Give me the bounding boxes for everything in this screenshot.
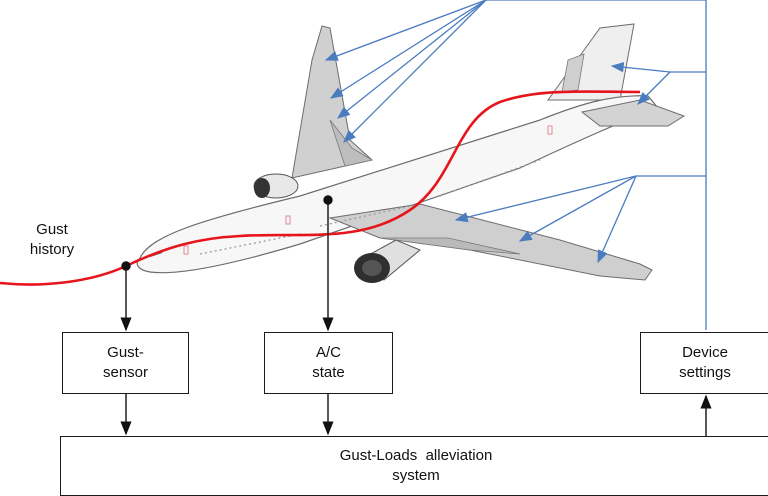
device-settings-line1: Device <box>682 344 728 361</box>
engine-lower <box>354 239 421 283</box>
gust-sensor-line2: sensor <box>102 364 149 381</box>
horizontal-stabilizer <box>580 99 686 127</box>
door-marks <box>183 125 553 255</box>
gust-history-line2: history <box>29 241 75 258</box>
gust-history-label: Gust history <box>22 220 82 260</box>
glas-line1: Gust-Loads alleviation <box>339 447 493 464</box>
lower-wing-flap <box>379 237 521 255</box>
arrow-upper-wing-4 <box>343 0 487 143</box>
device-settings-line2: settings <box>679 364 731 381</box>
aircraft-illustration <box>136 23 686 283</box>
arrow-upper-wing-1 <box>324 0 487 61</box>
control-bus <box>486 0 707 330</box>
ac-state-line2: state <box>312 364 345 381</box>
signal-arrows <box>120 195 712 436</box>
engine-upper <box>253 173 299 199</box>
cabin-windows <box>199 159 541 255</box>
ac-state-box: A/C state <box>264 332 393 394</box>
gust-sensor-line1: Gust- <box>107 344 144 361</box>
arrow-upper-wing-2 <box>329 0 487 99</box>
arrow-upper-wing-3 <box>336 0 487 119</box>
arrow-lower-wing-1 <box>454 175 637 223</box>
gust-history-curve <box>0 90 641 286</box>
device-settings-box: Device settings <box>640 332 768 394</box>
ac-state-line1: A/C <box>315 344 341 361</box>
arrow-tail-1 <box>610 62 671 73</box>
glas-box: Gust-Loads alleviation system <box>60 436 768 496</box>
arrow-lower-wing-2 <box>518 175 637 242</box>
vertical-tail <box>547 23 635 101</box>
glas-line2: system <box>392 467 440 484</box>
arrow-tail-2 <box>637 71 671 105</box>
gust-sensor-box: Gust- sensor <box>62 332 189 394</box>
gust-history-line1: Gust <box>36 221 68 238</box>
device-control-lines <box>324 0 707 330</box>
arrow-lower-wing-3 <box>597 175 637 264</box>
